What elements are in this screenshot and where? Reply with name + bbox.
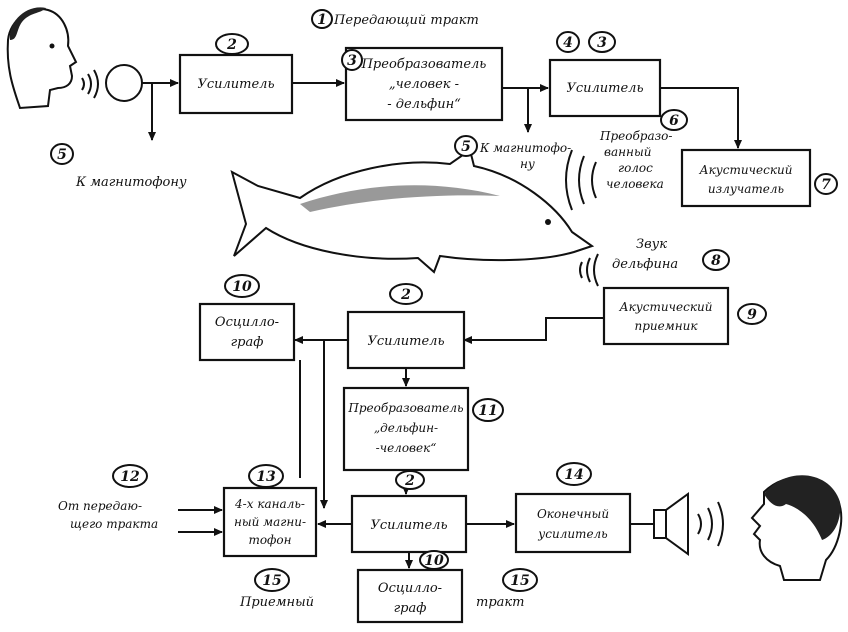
from-tx-line2: щего тракта xyxy=(70,517,158,531)
osc-top-line1: Осцилло- xyxy=(215,315,279,330)
callout-9: 9 xyxy=(747,307,757,323)
acoustic-receiver-block xyxy=(602,286,730,346)
callout-2b: 2 xyxy=(400,287,411,303)
amplifier-rx-block xyxy=(346,310,466,370)
dolphin-sound-line2: дельфина xyxy=(612,257,678,272)
converter-hd-line3: - дельфин“ xyxy=(387,97,461,112)
converter-hd-line1: Преобразователь xyxy=(361,57,487,72)
callout-13: 13 xyxy=(256,469,276,485)
tx-path-label: Передающий тракт xyxy=(333,13,479,28)
human-head-icon xyxy=(6,7,78,110)
callout-10a: 10 xyxy=(232,279,252,295)
final-amplifier-block xyxy=(514,492,632,554)
osc-top-line2: граф xyxy=(231,335,264,350)
dolphin-sound-waves-icon xyxy=(579,253,599,287)
oscilloscope-bottom-block xyxy=(356,568,464,624)
callout-15b: 15 xyxy=(510,573,529,589)
converter-hd-line2: „человек - xyxy=(389,77,459,92)
loudspeaker-icon xyxy=(653,492,689,556)
callout-14: 14 xyxy=(564,467,583,483)
to-recorder-mid-line2: ну xyxy=(520,157,535,171)
converter-dh-line3: -человек“ xyxy=(376,441,437,455)
dolphin-sound-line1: Звук xyxy=(636,237,667,252)
microphone-icon xyxy=(105,64,143,102)
converter-dh-line2: „дельфин- xyxy=(374,421,438,435)
converted-voice-line4: человека xyxy=(606,177,664,191)
final-amp-line2: усилитель xyxy=(537,527,607,541)
callout-1: 1 xyxy=(317,12,327,28)
converted-voice-line1: Преобразо- xyxy=(599,129,672,143)
listener-head-icon xyxy=(750,475,843,581)
recorder-block xyxy=(222,486,318,558)
amplifier-rx-label: Усилитель xyxy=(367,334,444,349)
osc-bottom-line1: Осцилло- xyxy=(378,581,442,596)
from-tx-line1: От передаю- xyxy=(58,499,142,513)
callout-4: 4 xyxy=(563,35,573,51)
callout-15a: 15 xyxy=(262,573,281,589)
callout-8: 8 xyxy=(711,253,721,269)
amplifier-tx2-label: Усилитель xyxy=(566,81,643,96)
converter-human-dolphin-block xyxy=(344,46,504,122)
sound-waves-icon xyxy=(81,69,99,99)
rx-path-label-a: Приемный xyxy=(239,595,314,610)
amplifier-tx2-block xyxy=(548,58,662,118)
converted-voice-line2: ванный xyxy=(604,145,651,159)
rx-path-label-b: тракт xyxy=(476,595,525,610)
callout-2a: 2 xyxy=(226,37,237,53)
callout-12: 12 xyxy=(120,469,140,485)
callout-numbers: 1 2 3 4 3 5 5 6 7 8 9 10 2 11 12 13 2 14… xyxy=(50,9,838,592)
recorder-line2: ный магни- xyxy=(234,515,306,529)
dolphin-icon xyxy=(230,148,595,274)
receiver-line1: Акустический xyxy=(619,300,713,314)
recorder-line1: 4-х каналь- xyxy=(234,497,305,511)
recorder-line3: тофон xyxy=(248,533,291,547)
callout-5a: 5 xyxy=(57,147,67,163)
callout-10b: 10 xyxy=(424,553,444,569)
callout-7: 7 xyxy=(821,177,831,193)
amplifier-rx2-label: Усилитель xyxy=(370,518,447,533)
emitter-line1: Акустический xyxy=(699,163,793,177)
speaker-sound-waves-icon xyxy=(697,501,724,547)
converted-voice-line3: голос xyxy=(618,161,653,175)
callout-2c: 2 xyxy=(404,473,415,489)
callout-5b: 5 xyxy=(461,139,471,155)
callout-6: 6 xyxy=(669,113,679,129)
callout-3a: 3 xyxy=(347,53,357,69)
amplifier-rx2-block xyxy=(350,494,468,554)
amplifier-tx-block xyxy=(178,53,294,115)
final-amp-line1: Оконечный xyxy=(537,507,609,521)
to-recorder-mid-line1: К магнитофо- xyxy=(479,141,571,155)
amplifier-tx-label: Усилитель xyxy=(197,77,274,92)
emitter-sound-waves-icon xyxy=(565,149,597,211)
callout-3b: 3 xyxy=(597,35,607,51)
receiver-line2: приемник xyxy=(635,319,699,333)
osc-bottom-line2: граф xyxy=(394,601,427,616)
converter-dh-line1: Преобразователь xyxy=(347,401,463,415)
to-recorder-left-label: К магнитофону xyxy=(75,175,187,190)
oscilloscope-top-block xyxy=(198,302,296,362)
emitter-line2: излучатель xyxy=(708,182,784,196)
converter-dolphin-human-block xyxy=(342,386,470,472)
callout-11: 11 xyxy=(478,403,497,419)
acoustic-emitter-block xyxy=(680,148,812,208)
